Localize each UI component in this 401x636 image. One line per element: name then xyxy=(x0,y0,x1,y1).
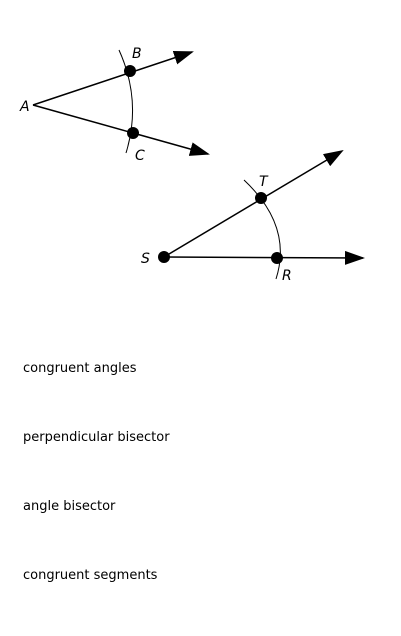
point-b xyxy=(124,65,136,77)
choice-angle-bisector[interactable]: angle bisector xyxy=(23,498,170,567)
choice-label: perpendicular bisector xyxy=(23,430,170,445)
choice-label: congruent angles xyxy=(23,361,137,376)
label-a: A xyxy=(19,99,30,115)
point-s xyxy=(158,251,170,263)
arc-bc xyxy=(118,49,133,154)
ray-st xyxy=(163,149,344,258)
choice-label: angle bisector xyxy=(23,499,116,514)
label-r: R xyxy=(282,268,292,284)
choice-label: congruent segments xyxy=(23,568,158,583)
label-t: T xyxy=(259,174,269,190)
ray-ac xyxy=(32,104,210,156)
construction-diagram: A B C S T R xyxy=(19,46,365,284)
choice-perpendicular-bisector[interactable]: perpendicular bisector xyxy=(23,429,170,498)
ray-sr xyxy=(163,250,365,265)
choice-congruent-segments[interactable]: congruent segments xyxy=(23,567,170,636)
label-c: C xyxy=(135,148,145,164)
answer-choices: congruent angles perpendicular bisector … xyxy=(23,360,170,636)
point-t xyxy=(255,192,267,204)
choice-congruent-angles[interactable]: congruent angles xyxy=(23,360,170,429)
angle-figure-s: S T R xyxy=(141,149,365,284)
label-b: B xyxy=(132,46,142,62)
arc-tr xyxy=(243,179,281,280)
point-c xyxy=(127,127,139,139)
point-r xyxy=(271,252,283,264)
ray-ab xyxy=(32,51,194,106)
label-s: S xyxy=(141,251,150,267)
angle-figure-a: A B C xyxy=(19,46,210,164)
